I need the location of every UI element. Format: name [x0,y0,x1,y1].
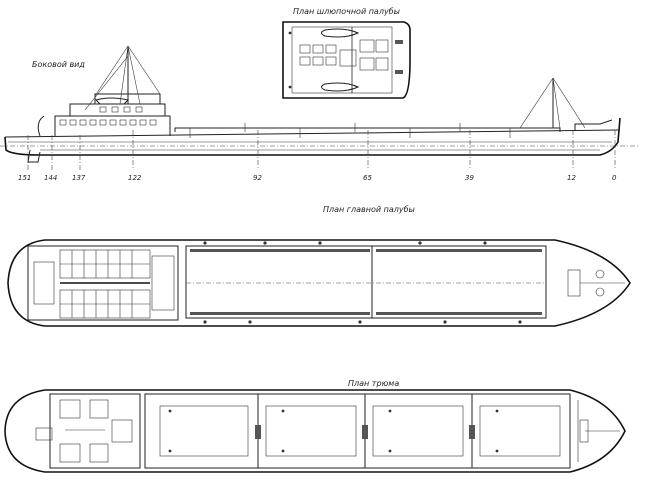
frame-number-39: 39 [465,174,474,182]
side-view: Боковой вид [0,45,640,182]
frame-number-92: 92 [253,174,262,182]
frame-number-122: 122 [128,174,142,182]
main-deck-plan: План главной палубы [7,205,631,327]
frame-number-65: 65 [363,174,372,182]
frame-number-144: 144 [44,174,57,182]
hold-plan-label: План трюма [348,379,399,388]
boat-deck-plan-label: План шлюпочной палубы [293,7,400,16]
hold-plan: План трюма [4,379,626,473]
frame-number-151: 151 [18,174,31,182]
frame-number-12: 12 [567,174,576,182]
frame-number-0: 0 [612,174,617,182]
frame-number-137: 137 [72,174,86,182]
side-view-label: Боковой вид [32,60,85,69]
main-deck-plan-label: План главной палубы [323,205,415,214]
boat-deck-plan: План шлюпочной палубы [282,7,411,99]
